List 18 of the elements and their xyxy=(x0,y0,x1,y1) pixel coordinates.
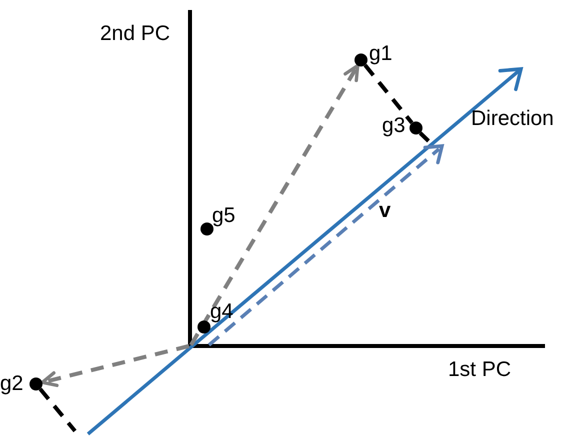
point-label: g4 xyxy=(210,300,234,324)
data-point xyxy=(354,54,368,66)
data-point xyxy=(30,378,42,390)
point-label: g1 xyxy=(369,42,392,66)
data-point xyxy=(198,320,210,334)
arrow-label: Direction xyxy=(471,107,554,131)
dashed-arrow xyxy=(40,344,190,388)
point-label: g2 xyxy=(0,372,24,396)
data-point xyxy=(200,222,214,236)
vector-label: v xyxy=(379,199,391,223)
projection-line xyxy=(38,388,77,432)
projection-line xyxy=(364,64,414,124)
axis-label: 1st PC xyxy=(448,358,512,382)
point-label: g3 xyxy=(382,114,406,138)
point-label: g5 xyxy=(212,204,236,228)
dashed-arrow xyxy=(189,64,360,346)
axis-label: 2nd PC xyxy=(100,22,170,46)
data-point xyxy=(410,122,422,134)
